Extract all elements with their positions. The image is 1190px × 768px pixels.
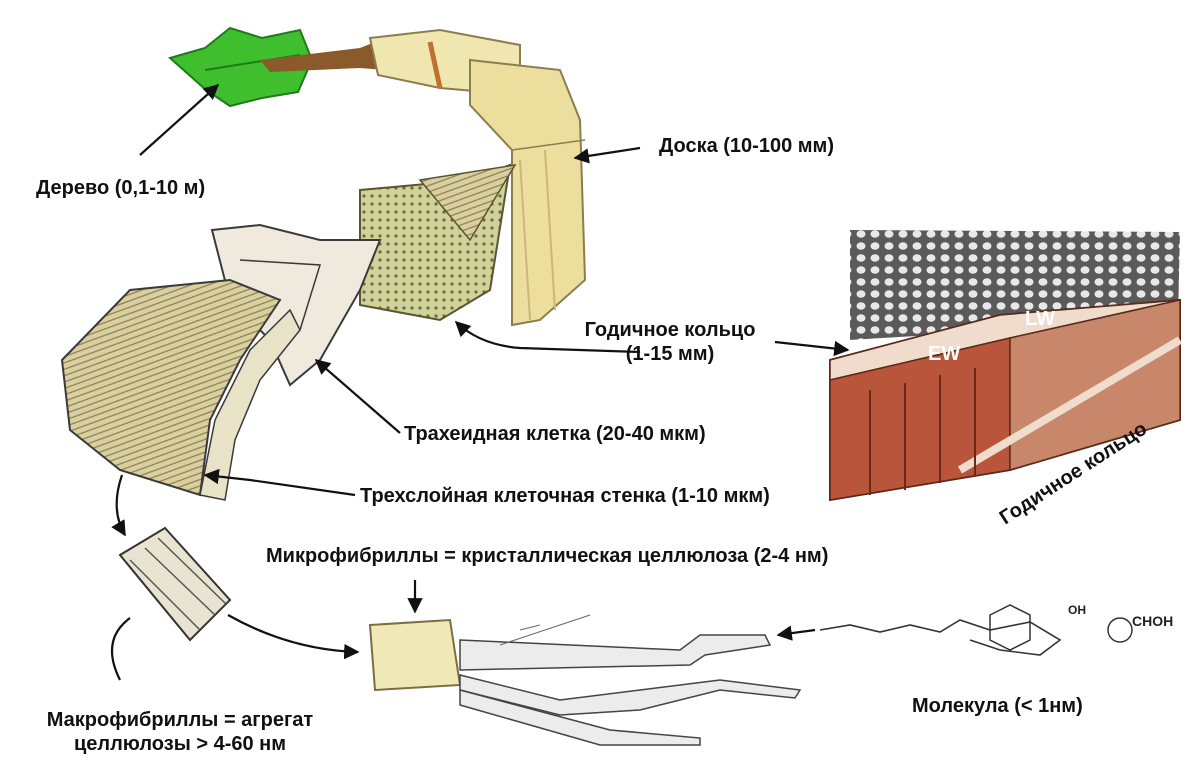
- arrow-to-macrofibril: [117, 475, 125, 535]
- arrow-to-wood-block: [775, 342, 848, 350]
- wood-block-illustration: [830, 230, 1180, 500]
- line-macro-label: [112, 618, 130, 680]
- chem-oh-label: OH: [1068, 603, 1086, 617]
- tracheid-label: Трахеидная клетка (20-40 мкм): [404, 422, 706, 446]
- arrow-to-board: [575, 148, 640, 158]
- arrow-molecule-to-micro: [778, 630, 815, 635]
- macrofibrils-label: Макрофибриллы = агрегат целлюлозы > 4-60…: [0, 708, 360, 756]
- microfibrils-label: Микрофибриллы = кристаллическая целлюлоз…: [266, 544, 828, 568]
- annual-ring-label: Годичное кольцо (1-15 мм): [560, 318, 780, 366]
- ew-label: EW: [928, 343, 960, 365]
- annual-ring-label-line2: (1-15 мм): [560, 342, 780, 366]
- macrofibrils-label-line1: Макрофибриллы = агрегат: [0, 708, 360, 732]
- microfibrils-illustration: [370, 615, 800, 745]
- molecule-label: Молекула (< 1нм): [912, 694, 1083, 718]
- annual-ring-block-illustration: [360, 165, 515, 320]
- arrow-to-tracheid: [316, 360, 400, 433]
- arrow-macro-to-micro: [228, 615, 358, 652]
- board-label: Доска (10-100 мм): [659, 134, 834, 158]
- macrofibrils-label-line2: целлюлозы > 4-60 нм: [0, 732, 360, 756]
- macrofibril-bundle-illustration: [120, 528, 230, 640]
- tree-label: Дерево (0,1-10 м): [36, 176, 205, 200]
- tree-illustration: [170, 28, 520, 106]
- cell-wall-label: Трехслойная клеточная стенка (1-10 мкм): [360, 484, 770, 508]
- cell-wall-illustration: [62, 280, 300, 500]
- arrow-to-tree: [140, 85, 218, 155]
- lw-label: LW: [1025, 308, 1055, 330]
- chem-choh-label: CHOH: [1132, 613, 1173, 629]
- annual-ring-label-line1: Годичное кольцо: [560, 318, 780, 342]
